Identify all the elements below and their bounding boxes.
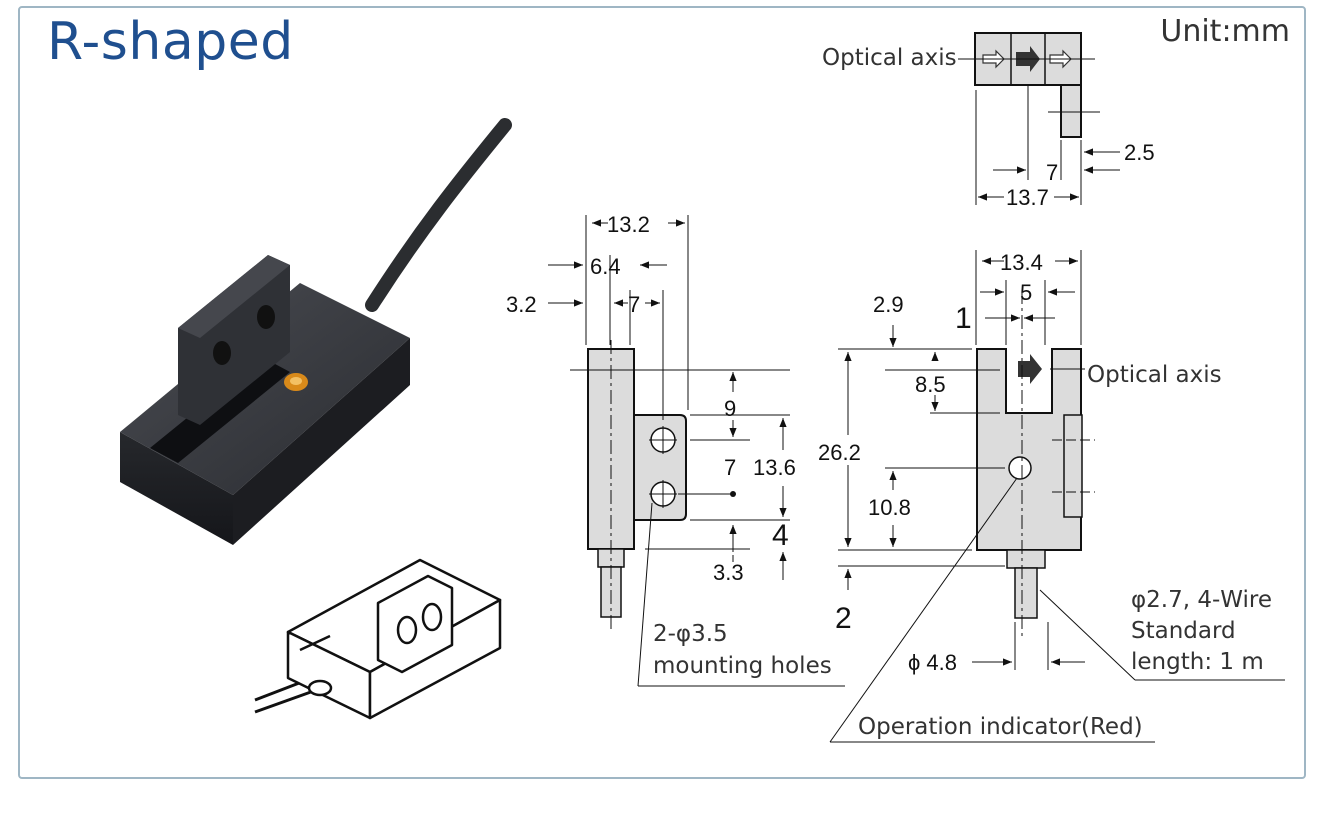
- dim-6-4: 6.4: [590, 254, 621, 279]
- dim-26-2: 26.2: [818, 440, 861, 465]
- dim-13-2: 13.2: [607, 212, 650, 237]
- dim-7-pitch: 7: [724, 455, 736, 480]
- dim-9: 9: [724, 396, 736, 421]
- dim-7-top: 7: [1046, 160, 1058, 185]
- dim-5: 5: [1020, 280, 1032, 305]
- cable-note-line2: Standard: [1131, 618, 1236, 644]
- dim-4-8: ϕ 4.8: [908, 650, 957, 675]
- top-view: Optical axis 2.5 7 13.7: [822, 32, 1155, 210]
- dim-13-7: 13.7: [1006, 185, 1049, 210]
- side-view: 13.2 6.4 3.2 7 9 7 13.6 4 3.3 2-φ3.5 mou…: [506, 212, 845, 687]
- sensor-line-drawing: [254, 558, 502, 720]
- dim-1: 1: [955, 302, 972, 335]
- holes-note-line2: mounting holes: [653, 653, 832, 679]
- holes-note-line1: 2-φ3.5: [653, 621, 728, 647]
- figure-title: R-shaped: [47, 12, 294, 72]
- dim-13-4: 13.4: [1000, 250, 1043, 275]
- top-optical-axis-label: Optical axis: [822, 45, 957, 71]
- dim-2: 2: [835, 602, 852, 635]
- dim-10-8: 10.8: [868, 495, 911, 520]
- dim-3-2: 3.2: [506, 292, 537, 317]
- indicator-note: Operation indicator(Red): [858, 714, 1143, 740]
- cable-note-line1: φ2.7, 4-Wire: [1131, 587, 1272, 613]
- cable-note-line3: length: 1 m: [1131, 649, 1264, 675]
- sensor-photo: [120, 118, 512, 545]
- dim-2-9: 2.9: [873, 292, 904, 317]
- dim-8-5: 8.5: [915, 372, 946, 397]
- dim-2-5: 2.5: [1124, 140, 1155, 165]
- dim-7-side: 7: [628, 292, 640, 317]
- unit-label: Unit:mm: [1160, 14, 1290, 49]
- front-optical-axis-label: Optical axis: [1087, 362, 1222, 388]
- front-view: 13.4 5 1 2.9 8.5 26.2 10.8 2 ϕ 4.8 Optic…: [818, 250, 1285, 743]
- dim-3-3: 3.3: [713, 560, 744, 585]
- dim-13-6: 13.6: [753, 455, 796, 480]
- dim-4: 4: [772, 519, 789, 552]
